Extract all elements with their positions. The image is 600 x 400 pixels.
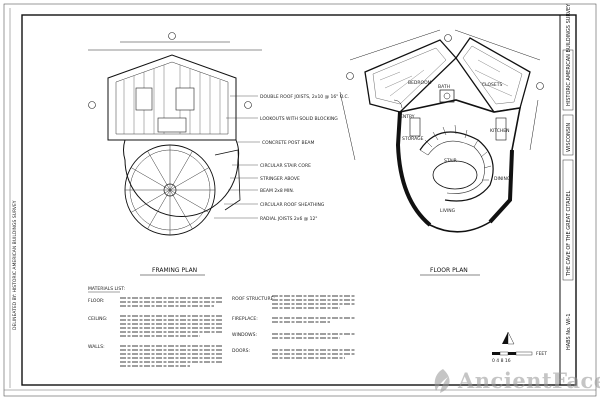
room-kitchen: KITCHEN — [490, 128, 510, 134]
framing-note-3: CONCRETE POST BEAM — [262, 140, 314, 146]
materials-ceiling-head: CEILING: — [88, 316, 108, 322]
framing-note-6: BEAM 2x8 MIN. — [260, 188, 294, 194]
room-living: LIVING — [440, 208, 456, 214]
materials-fireplace-head: FIREPLACE: — [232, 316, 258, 322]
materials-list: MATERIALS LIST: FLOOR: CEILING: WALLS: R… — [88, 286, 355, 367]
watermark-text: AncientFaces — [458, 368, 600, 393]
materials-floor-head: FLOOR: — [88, 298, 105, 304]
framing-note-4: CIRCULAR STAIR CORE — [260, 163, 311, 169]
title-block-project: THE CAVE OF THE GREAT CITADEL — [566, 190, 572, 277]
title-block-survey-no: HABS No. WI-1 — [566, 313, 572, 350]
room-bath: BATH — [438, 84, 450, 90]
materials-windows-head: WINDOWS: — [232, 332, 257, 338]
materials-walls-head: WALLS: — [88, 344, 105, 350]
title-block: HISTORIC AMERICAN BUILDINGS SURVEY WISCO… — [566, 3, 572, 350]
north-arrow — [502, 331, 515, 345]
framing-plan-title: FRAMING PLAN — [152, 267, 197, 274]
materials-title: MATERIALS LIST: — [88, 286, 125, 292]
framing-note-1: DOUBLE ROOF JOISTS, 2x10 @ 16" O.C. — [260, 94, 349, 100]
room-closets: CLOSETS — [482, 82, 502, 88]
scale-ticks: 0 4 8 16 — [492, 358, 511, 364]
framing-note-7: CIRCULAR ROOF SHEATHING — [260, 202, 325, 208]
materials-doors-head: DOORS: — [232, 348, 250, 354]
watermark-leaf-icon — [434, 369, 450, 393]
materials-roof-head: ROOF STRUCTURE: — [232, 296, 275, 302]
framing-note-5: STRINGER ABOVE — [260, 176, 300, 182]
title-block-sheet-label: HISTORIC AMERICAN BUILDINGS SURVEY — [566, 3, 572, 106]
room-bedroom: BEDROOM — [408, 80, 432, 86]
framing-note-8: RADIAL JOISTS 2x6 @ 12" — [260, 216, 317, 222]
title-block-state: WISCONSIN — [566, 123, 572, 152]
room-stair: STAIR — [444, 158, 457, 164]
floor-plan: BEDROOM CLOSETS LIVING KITCHEN BATH STAI… — [339, 29, 544, 276]
floor-plan-title: FLOOR PLAN — [430, 267, 468, 274]
framing-note-2: LOOKOUTS WITH SOLID BLOCKING — [260, 116, 338, 122]
room-dining: DINING — [494, 176, 511, 182]
room-storage: STORAGE — [402, 136, 424, 142]
watermark: AncientFaces — [430, 366, 600, 396]
framing-plan: DOUBLE ROOF JOISTS, 2x10 @ 16" O.C. LOOK… — [88, 32, 349, 276]
scale-label: FEET — [536, 351, 547, 357]
side-note: DELINEATED BY: HISTORIC AMERICAN BUILDIN… — [12, 200, 18, 330]
room-entry: ENTRY — [400, 114, 415, 120]
graphic-scale: FEET 0 4 8 16 — [492, 351, 547, 364]
drawing-frame — [21, 14, 577, 386]
